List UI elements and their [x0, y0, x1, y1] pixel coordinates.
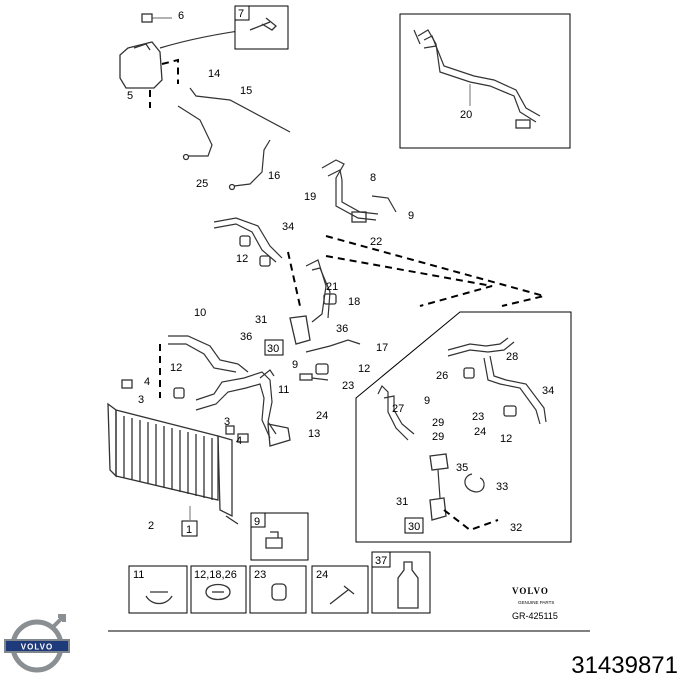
callout-23b: 23 — [472, 411, 484, 423]
dashline-a — [287, 251, 301, 307]
radiator — [107, 402, 239, 525]
genuine-parts-text: GENUINE PARTS — [518, 600, 554, 605]
callout-24a: 24 — [316, 410, 328, 422]
logo-wordmark: VOLVO — [21, 643, 53, 652]
callout-18: 18 — [348, 296, 360, 308]
callout-box-37 — [371, 551, 391, 568]
box-12-legend — [190, 565, 247, 614]
callout-29a: 29 — [432, 417, 444, 429]
callout-12d: 12 — [500, 433, 512, 445]
callout-31b: 31 — [396, 496, 408, 508]
box-24-legend — [311, 565, 369, 614]
callout-17: 17 — [376, 342, 388, 354]
callout-6: 6 — [178, 10, 184, 22]
callout-9b: 9 — [292, 359, 298, 371]
callout-box-7 — [234, 5, 250, 21]
callout-box-1 — [181, 520, 198, 537]
callout-12b: 12 — [358, 363, 370, 375]
callout-1: 1 — [186, 524, 192, 536]
box-23-legend — [249, 565, 307, 614]
callout-16: 16 — [268, 170, 280, 182]
hose-19-assembly — [321, 159, 397, 223]
legend-key-11: 11 — [133, 569, 144, 581]
hose-34-upper — [213, 217, 283, 267]
legend-key-9: 9 — [254, 516, 260, 528]
callout-22: 22 — [370, 236, 382, 248]
callout-23a: 23 — [342, 380, 354, 392]
legend-key-37: 37 — [375, 555, 387, 567]
box-11-legend — [128, 565, 188, 614]
legend-key-23: 23 — [254, 569, 266, 581]
legend-key-12: 12,18,26 — [194, 569, 237, 581]
callout-31a: 31 — [255, 314, 267, 326]
small-hoses-14-15-16-25 — [177, 87, 291, 191]
callout-9c: 9 — [424, 395, 430, 407]
callout-11: 11 — [278, 384, 289, 396]
callout-34a: 34 — [282, 221, 294, 233]
callout-12a: 12 — [236, 253, 248, 265]
callout-3b: 3 — [224, 416, 230, 428]
callout-box-30a — [264, 339, 284, 356]
drawing-reference: GR-425115 — [512, 611, 558, 621]
volvo-logo: VOLVO — [4, 614, 70, 673]
callout-7: 7 — [238, 8, 244, 20]
callout-15: 15 — [240, 85, 252, 97]
callout-27: 27 — [392, 403, 404, 415]
callout-30b: 30 — [408, 521, 420, 533]
part-number: 31439871 — [571, 652, 678, 679]
callout-29b: 29 — [432, 431, 444, 443]
callout-33: 33 — [496, 481, 508, 493]
callout-4b: 4 — [236, 435, 242, 447]
center-parts-12-23-24 — [121, 363, 329, 443]
callout-26: 26 — [436, 370, 448, 382]
callout-20: 20 — [460, 109, 472, 121]
callout-32: 32 — [510, 522, 522, 534]
callout-25: 25 — [196, 178, 208, 190]
callout-36b: 36 — [336, 323, 348, 335]
callout-box-9 — [250, 512, 266, 528]
callout-36a: 36 — [240, 331, 252, 343]
callout-24b: 24 — [474, 426, 486, 438]
detail-box — [355, 311, 572, 543]
callout-4a: 4 — [144, 376, 150, 388]
callout-28: 28 — [506, 351, 518, 363]
hose-11-13 — [195, 363, 291, 447]
hose-21-assembly — [289, 259, 361, 353]
legend-key-24: 24 — [316, 569, 328, 581]
callout-19: 19 — [304, 191, 316, 203]
callout-8: 8 — [370, 172, 376, 184]
box-20 — [399, 13, 571, 149]
callout-30a: 30 — [267, 343, 279, 355]
dashline-b — [325, 255, 493, 307]
tank-mount-dashline — [161, 58, 179, 84]
callout-14: 14 — [208, 68, 220, 80]
callout-34b: 34 — [542, 385, 554, 397]
volvo-wordmark-small: VOLVO — [512, 586, 549, 596]
callout-13: 13 — [308, 428, 320, 440]
callout-box-30b — [404, 517, 424, 534]
callout-12c: 12 — [170, 362, 182, 374]
callout-9a: 9 — [408, 210, 414, 222]
hose-10 — [168, 335, 239, 373]
callout-3a: 3 — [138, 394, 144, 406]
callout-35: 35 — [456, 462, 468, 474]
expansion-tank — [119, 13, 172, 89]
callout-10: 10 — [194, 307, 206, 319]
callout-21: 21 — [326, 281, 338, 293]
callout-5: 5 — [127, 90, 133, 102]
callout-2: 2 — [148, 520, 154, 532]
dashline-c — [325, 235, 545, 307]
